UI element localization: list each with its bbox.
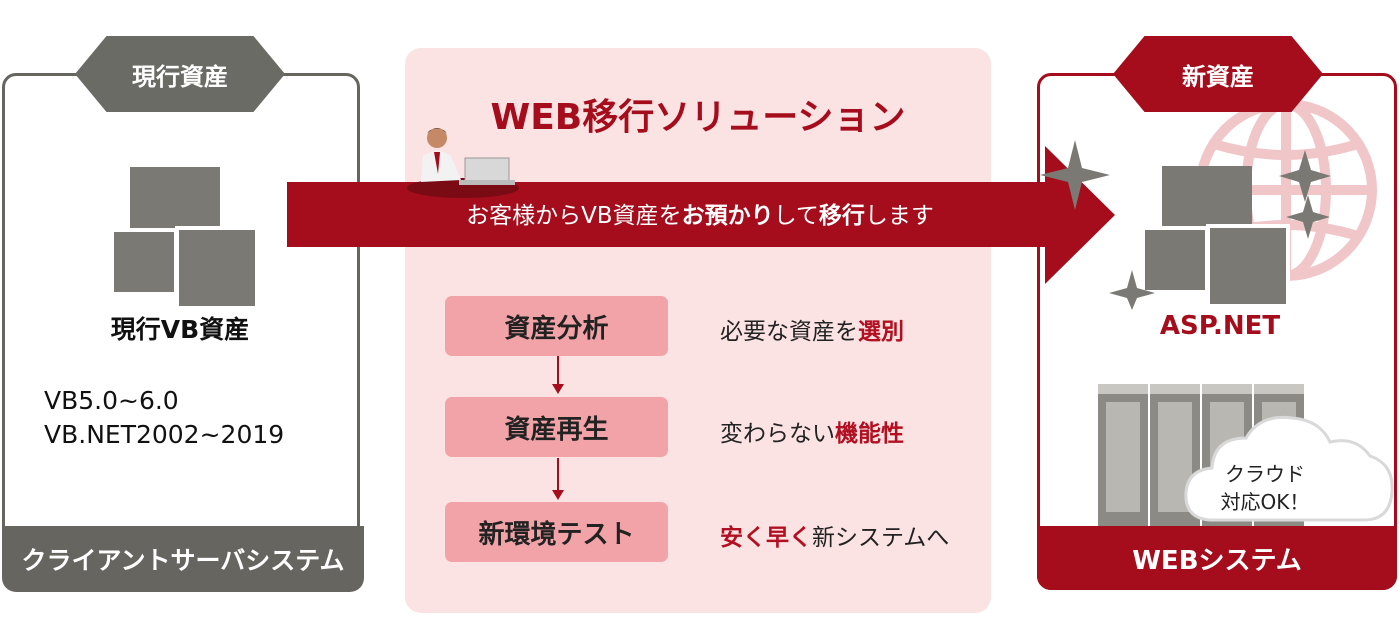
step-1-desc-plain: 必要な資産を xyxy=(720,319,858,345)
arrow-caption: お客様からVB資産をお預かりして移行します xyxy=(420,196,980,230)
client-server-footer: クライアントサーバシステム xyxy=(2,526,364,592)
vbnet-version-line: VB.NET2002~2019 xyxy=(44,420,285,449)
new-asset-badge: 新資産 xyxy=(1113,36,1323,112)
solution-title: WEB移行ソリューション xyxy=(490,97,906,138)
arrow-caption-part: して xyxy=(773,203,819,229)
arrow-caption-part: お客様からVB資産を xyxy=(466,203,682,229)
aspnet-label: ASP.NET xyxy=(1159,311,1281,341)
step-asset-regeneration: 資産再生 xyxy=(445,397,668,457)
vb-version-line: VB5.0~6.0 xyxy=(44,386,179,415)
step-asset-analysis: 資産分析 xyxy=(445,296,668,356)
step-2-description: 変わらない機能性 xyxy=(720,414,904,448)
cloud-text-line: クラウド xyxy=(1225,462,1305,486)
step-2-desc-bold: 機能性 xyxy=(835,421,904,447)
step-1-description: 必要な資産を選別 xyxy=(720,312,904,346)
businessman-icon xyxy=(407,128,519,198)
step-3-desc-bold: 安く早く xyxy=(720,525,812,551)
cloud-support-text: クラウド 対応OK！ xyxy=(1205,460,1325,516)
arrow-caption-bold: お預かり xyxy=(681,203,774,229)
cloud-icon xyxy=(1184,415,1394,522)
step-2-desc-plain: 変わらない xyxy=(720,421,835,447)
step-1-desc-bold: 選別 xyxy=(858,319,904,345)
current-asset-badge: 現行資産 xyxy=(75,36,285,112)
arrow-caption-part: します xyxy=(864,203,934,229)
step-3-description: 安く早く新システムへ xyxy=(720,518,949,552)
step-connectors xyxy=(552,356,564,500)
cloud-text-line: 対応OK！ xyxy=(1220,490,1310,514)
step-new-env-test: 新環境テスト xyxy=(445,502,668,562)
step-3-desc-plain: 新システムへ xyxy=(812,525,950,551)
current-vb-asset-label: 現行VB資産 xyxy=(110,315,250,344)
sparkle-icons xyxy=(1040,140,1331,310)
arrow-caption-bold: 移行 xyxy=(818,203,865,229)
web-system-footer: WEBシステム xyxy=(1037,526,1397,590)
